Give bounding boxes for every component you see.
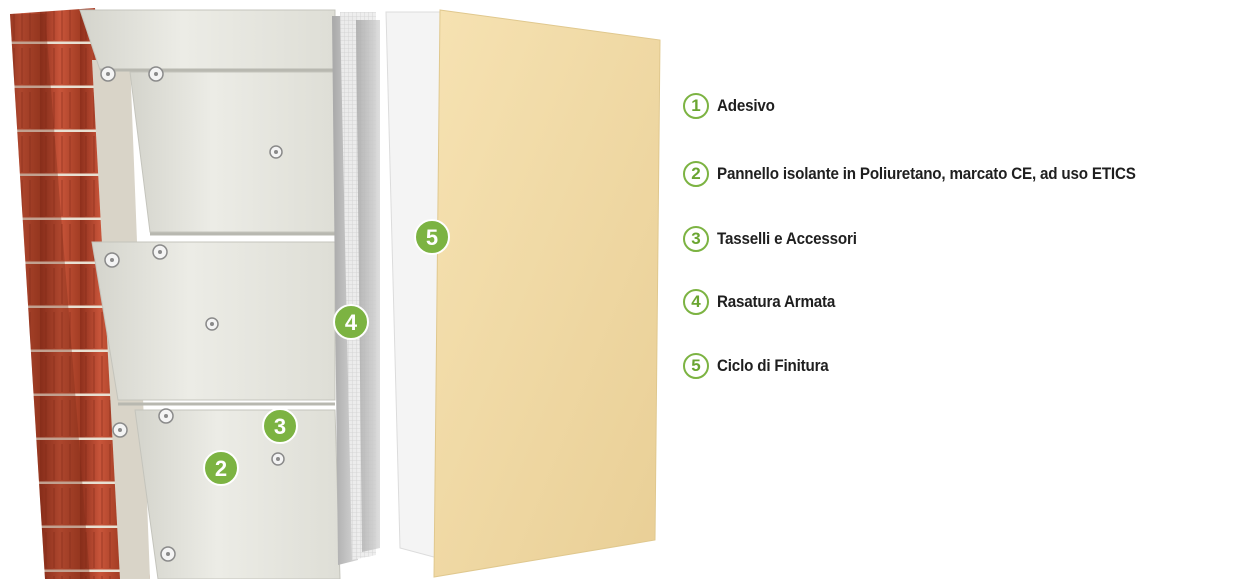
legend-number-badge: 3: [683, 226, 709, 252]
dowel-icon: [112, 422, 128, 438]
legend-item-dowels: 3 Tasselli e Accessori: [683, 224, 869, 254]
dowel-icon: [100, 66, 116, 82]
badge-finish-number: 5: [426, 225, 438, 250]
legend-number-badge: 1: [683, 93, 709, 119]
badge-dowels: 3: [262, 408, 298, 444]
legend-label: Tasselli e Accessori: [717, 229, 857, 248]
reinforced-skim-layers: [332, 12, 380, 565]
legend-label: Adesivo: [717, 96, 775, 115]
dowel-icon: [104, 252, 120, 268]
dowels: [100, 66, 285, 562]
legend-number-badge: 5: [683, 353, 709, 379]
dowel-icon: [269, 145, 283, 159]
dowel-icon: [205, 317, 219, 331]
legend-label: Pannello isolante in Poliuretano, marcat…: [717, 164, 1136, 183]
legend-item-finish: 5 Ciclo di Finitura: [683, 351, 838, 381]
legend-label: Ciclo di Finitura: [717, 356, 829, 375]
dowel-icon: [271, 452, 285, 466]
legend-item-insulation-panel: 2 Pannello isolante in Poliuretano, marc…: [683, 159, 1172, 189]
finish-layer: [433, 9, 661, 578]
legend-number-badge: 2: [683, 161, 709, 187]
dowel-icon: [160, 546, 176, 562]
legend-item-adhesive: 1 Adesivo: [683, 91, 780, 121]
badge-mesh-number: 4: [345, 310, 358, 335]
dowel-icon: [152, 244, 168, 260]
badge-mesh: 4: [333, 304, 369, 340]
badge-panel-number: 2: [215, 456, 227, 481]
legend-item-reinforced-skim: 4 Rasatura Armata: [683, 287, 845, 317]
legend-number-badge: 4: [683, 289, 709, 315]
badge-panel: 2: [203, 450, 239, 486]
etics-layers-illustration: 2 3 4 5: [10, 8, 661, 579]
badge-finish: 5: [414, 219, 450, 255]
legend-label: Rasatura Armata: [717, 292, 836, 311]
dowel-icon: [148, 66, 164, 82]
badge-dowels-number: 3: [274, 414, 286, 439]
dowel-icon: [158, 408, 174, 424]
